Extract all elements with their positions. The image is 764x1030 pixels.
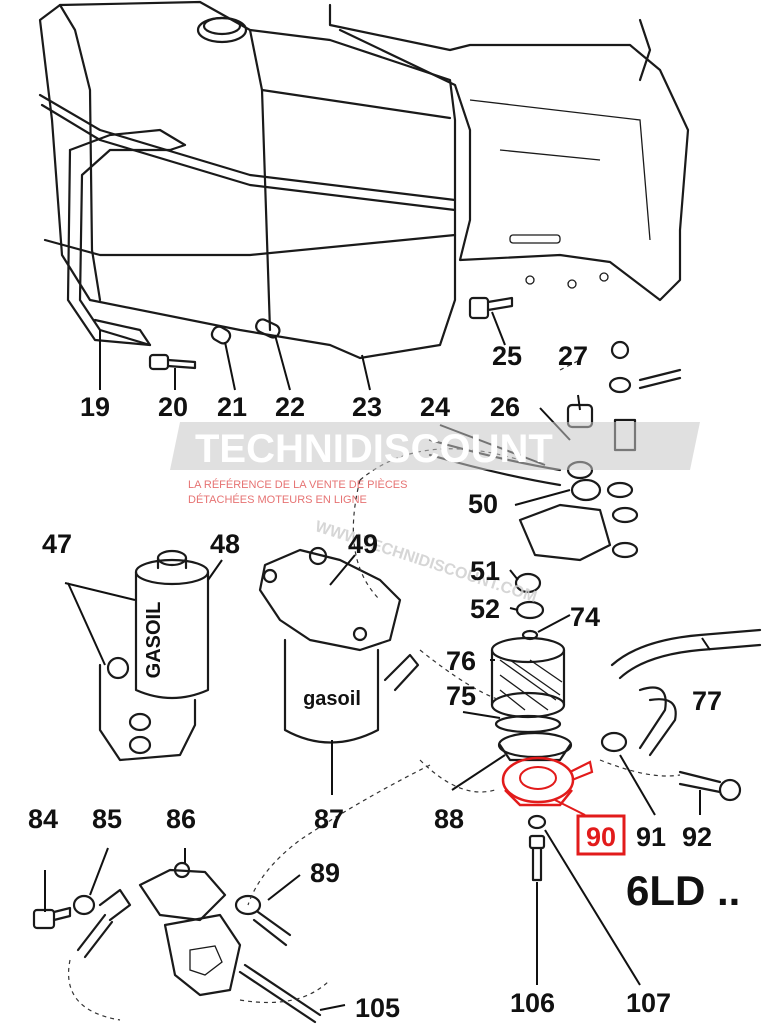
filter-element-76 (490, 636, 566, 719)
fuel-tank (38, 0, 457, 360)
label-48: 48 (210, 529, 240, 559)
label-50: 50 (468, 489, 498, 519)
label-92: 92 (682, 822, 712, 852)
label-85: 85 (92, 804, 122, 834)
label-75: 75 (446, 681, 476, 711)
bolt-106 (527, 814, 547, 882)
label-24: 24 (420, 392, 450, 422)
fuel-filter-87: gasoil (258, 546, 420, 744)
label-47: 47 (42, 529, 72, 559)
label-76: 76 (446, 646, 476, 676)
label-84: 84 (28, 804, 58, 834)
label-106: 106 (510, 988, 555, 1018)
label-23: 23 (352, 392, 382, 422)
label-49: 49 (348, 529, 378, 559)
watermark: TECHNIDISCOUNT LA RÉFÉRENCE DE LA VENTE … (170, 422, 700, 606)
bolt-20 (148, 353, 197, 371)
clamp-91 (600, 731, 628, 753)
filter-label-gasoil: gasoil (303, 688, 361, 710)
label-21: 21 (217, 392, 247, 422)
label-51: 51 (470, 556, 500, 586)
label-27: 27 (558, 341, 588, 371)
label-89: 89 (310, 858, 340, 888)
mounting-plate (328, 3, 690, 302)
watermark-url: WWW.TECHNIDISCOUNT.COM (313, 518, 539, 606)
hose-77 (610, 628, 762, 757)
cap-22 (255, 318, 281, 339)
label-105: 105 (355, 993, 400, 1023)
label-52: 52 (470, 594, 500, 624)
part-90-highlighted (501, 756, 594, 807)
label-20: 20 (158, 392, 188, 422)
highlight-box-90 (576, 814, 626, 856)
label-91: 91 (636, 822, 666, 852)
bolt-84 (32, 906, 72, 930)
label-88: 88 (434, 804, 464, 834)
label-26: 26 (490, 392, 520, 422)
watermark-tagline-2: DÉTACHÉES MOTEURS EN LIGNE (188, 493, 367, 506)
seal-75 (494, 714, 562, 734)
label-90: 90 (586, 822, 616, 852)
bowl-88 (497, 731, 573, 762)
pushrod-105 (238, 963, 322, 1024)
filter-label-gasoil-caps: GASOIL (143, 602, 165, 679)
line-89 (234, 894, 292, 947)
label-107: 107 (626, 988, 671, 1018)
label-25: 25 (492, 341, 522, 371)
label-74: 74 (570, 602, 600, 632)
bolt-25 (468, 296, 514, 320)
line-92 (678, 770, 742, 802)
label-77: 77 (692, 686, 722, 716)
fuel-filter-47: GASOIL (98, 549, 210, 762)
watermark-brand: TECHNIDISCOUNT (195, 427, 553, 471)
model-label: 6LD .. (626, 867, 740, 914)
label-87: 87 (314, 804, 344, 834)
label-19: 19 (80, 392, 110, 422)
label-86: 86 (166, 804, 196, 834)
watermark-tagline-1: LA RÉFÉRENCE DE LA VENTE DE PIÈCES (188, 478, 407, 491)
cap-21 (210, 325, 232, 345)
label-22: 22 (275, 392, 305, 422)
washer-85 (72, 894, 96, 916)
fuel-pump-86 (76, 861, 242, 997)
part-numbers: 19 20 21 22 23 24 25 26 27 47 48 49 50 5… (28, 341, 740, 1023)
dashed-routes (68, 359, 681, 1021)
tank-strap (66, 128, 187, 347)
